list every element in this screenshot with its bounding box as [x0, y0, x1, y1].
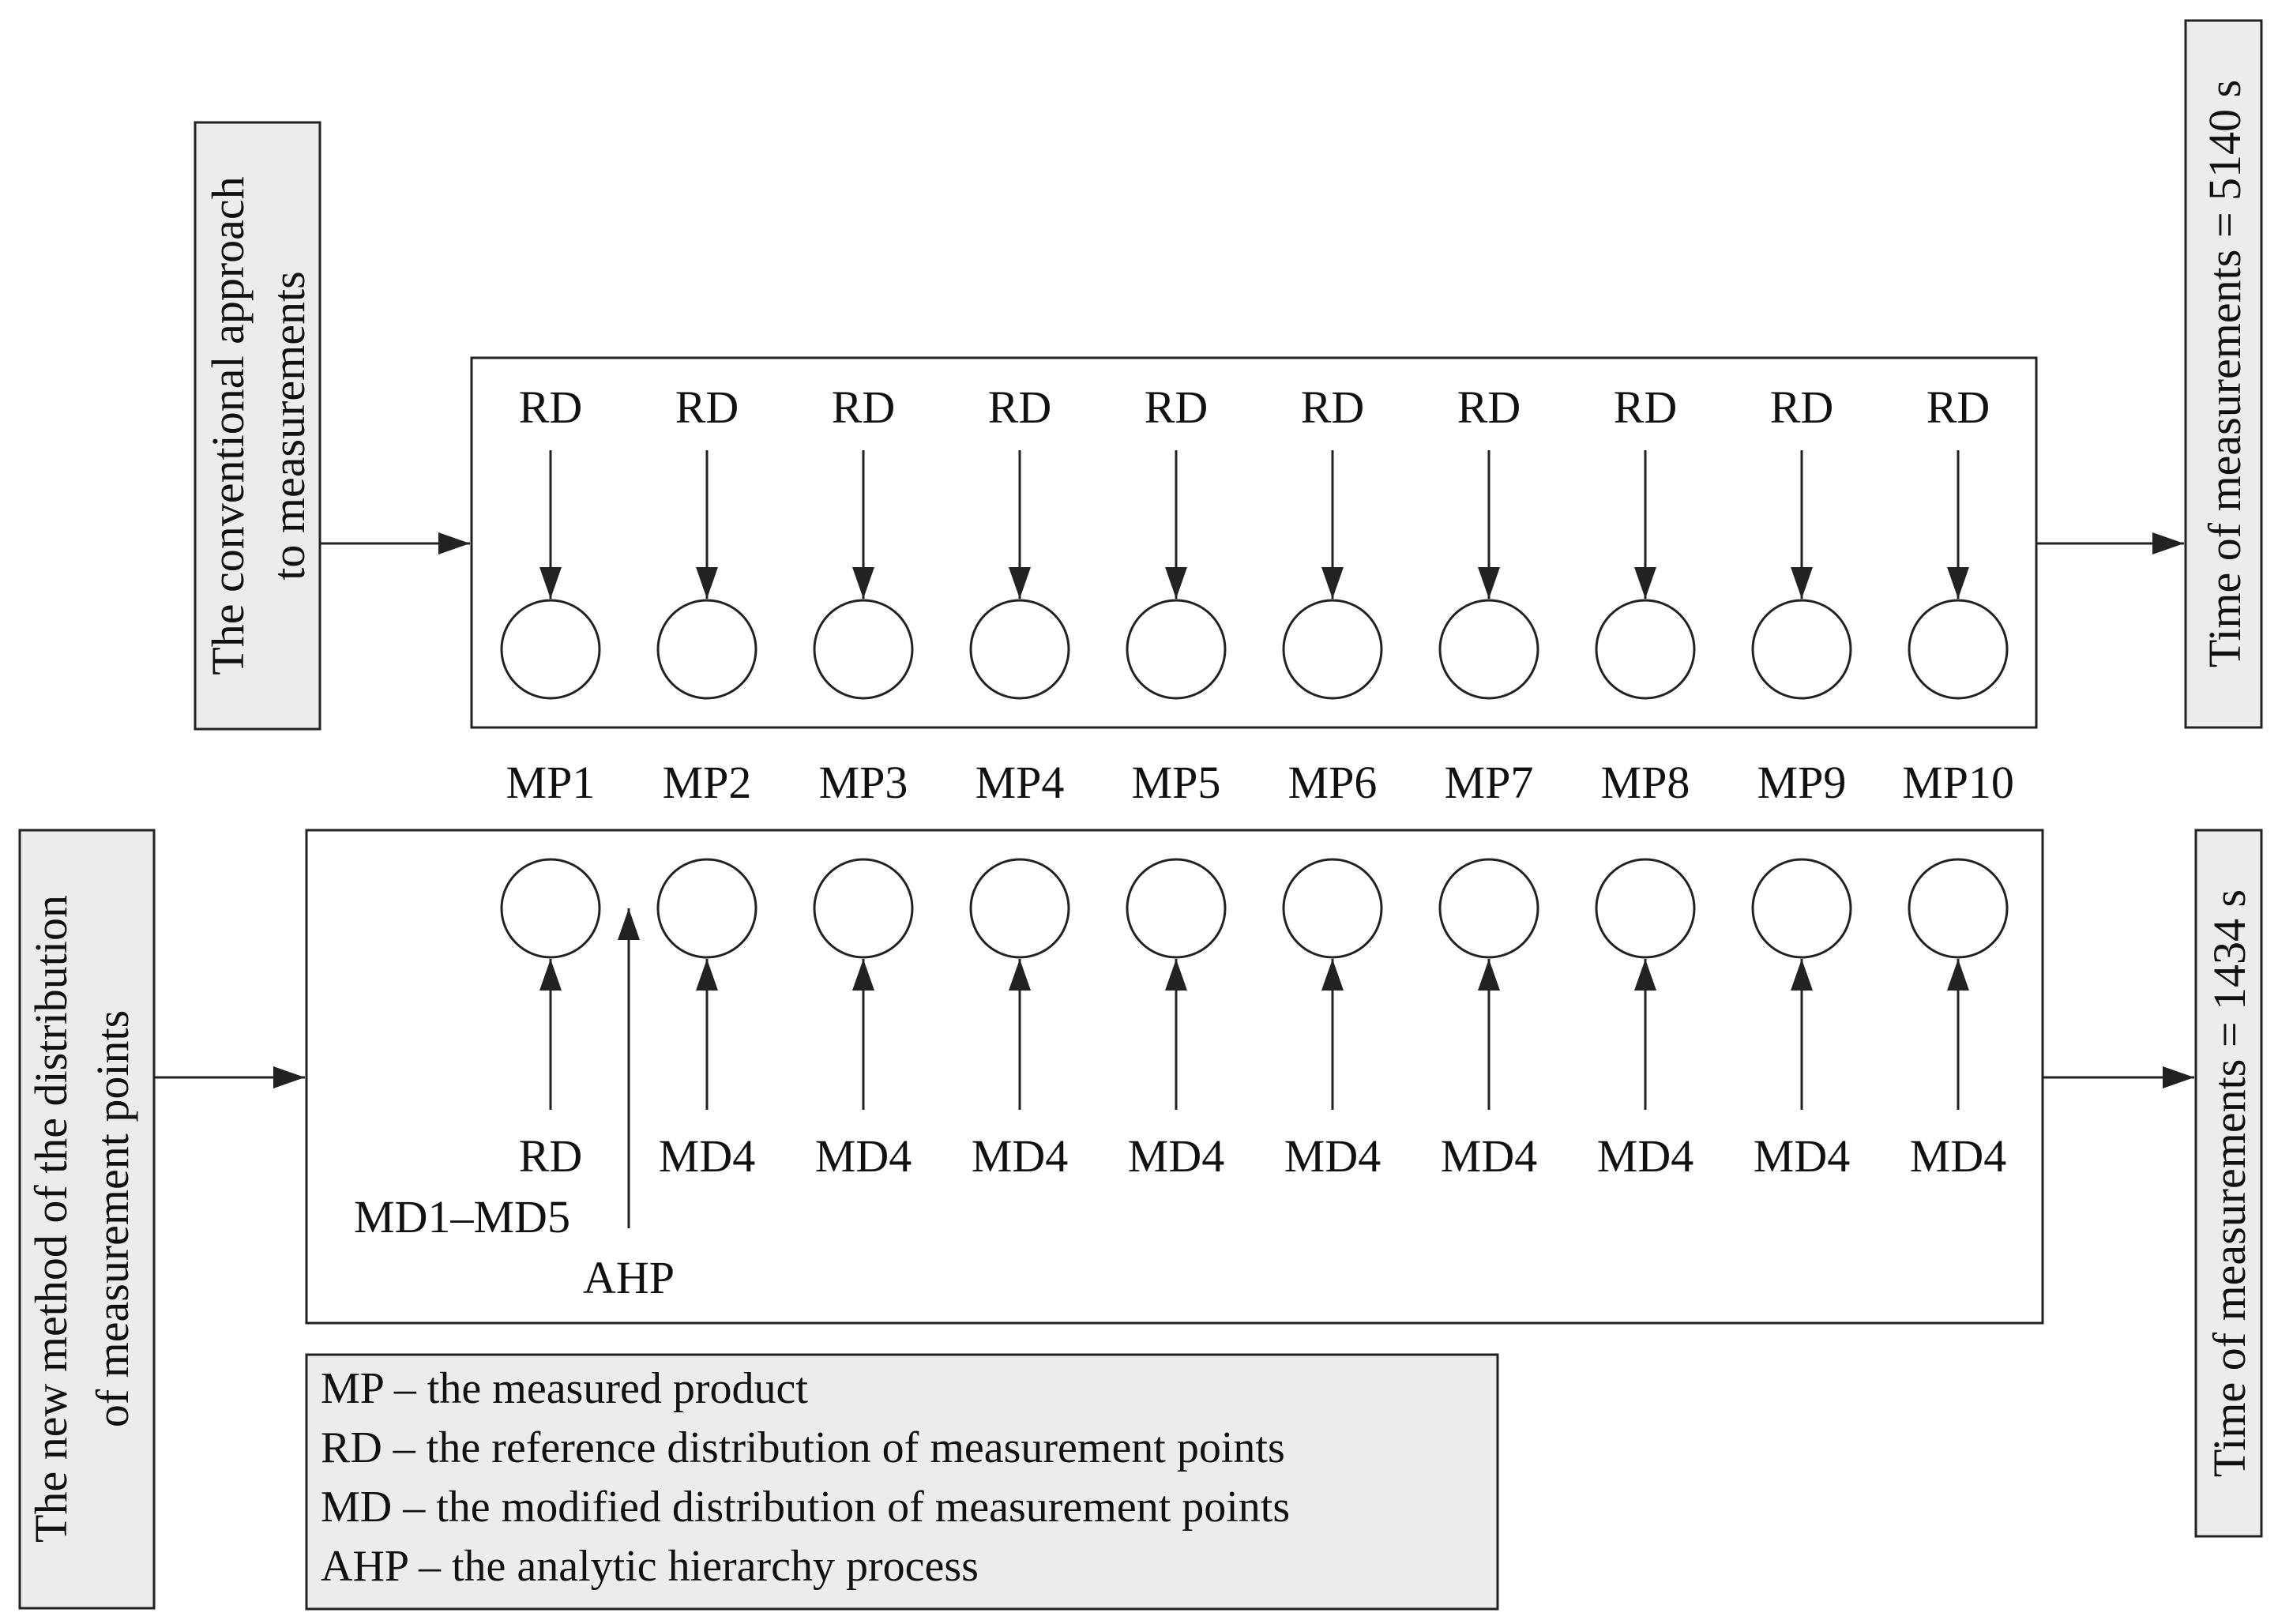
top-product-circle	[1126, 599, 1227, 700]
conventional-approach-label-line1: The conventional approach	[202, 176, 254, 675]
bottom-product-circle	[656, 858, 757, 959]
top-rd-label: RD	[1927, 382, 1990, 433]
bottom-product-circle	[1126, 858, 1227, 959]
top-product-circle	[500, 599, 601, 700]
top-rd-label: RD	[832, 382, 896, 433]
product-label: MP6	[1288, 757, 1378, 808]
top-product-circle	[1282, 599, 1383, 700]
top-columns: RD RD RD RD RD RD RD RD RD RD	[500, 382, 2009, 700]
new-method-label-line2: of measurement points	[87, 1010, 138, 1427]
top-rd-label: RD	[1457, 382, 1521, 433]
product-label: MP7	[1445, 757, 1534, 808]
bottom-product-circle	[1595, 858, 1696, 959]
bottom-md-label: MD4	[1597, 1130, 1693, 1182]
bottom-md-label: MD4	[815, 1130, 912, 1182]
top-time-label: Time of measurements = 5140 s	[2199, 80, 2250, 667]
legend: MP – the measured product RD – the refere…	[321, 1364, 1290, 1591]
legend-item: AHP – the analytic hierarchy process	[321, 1542, 979, 1591]
bottom-product-circle	[1751, 858, 1852, 959]
bottom-md-label: MD4	[659, 1130, 755, 1182]
product-label: MP4	[975, 757, 1065, 808]
bottom-columns: MD4 MD4 MD4 MD4 MD4 MD4 MD4 MD4 MD4	[500, 858, 2009, 1182]
new-method-label-line1: The new method of the distribution	[25, 895, 77, 1543]
top-product-circle	[813, 599, 914, 700]
legend-item: MD – the modified distribution of measur…	[321, 1483, 1290, 1532]
legend-box	[305, 1353, 1499, 1611]
top-rd-label: RD	[519, 382, 583, 433]
bottom-product-circle	[1438, 858, 1539, 959]
top-product-circle	[656, 599, 757, 700]
product-label: MP5	[1132, 757, 1221, 808]
top-product-circle	[1751, 599, 1852, 700]
top-product-circle	[1438, 599, 1539, 700]
product-label: MP1	[506, 757, 596, 808]
conventional-approach-label-line2: to measurements	[263, 271, 314, 580]
top-time-box	[2184, 19, 2263, 729]
top-rd-label: RD	[1770, 382, 1834, 433]
first-rd-label: RD	[519, 1130, 583, 1182]
top-product-circle	[969, 599, 1070, 700]
product-label: MP10	[1902, 757, 2014, 808]
legend-item: RD – the reference distribution of measu…	[321, 1423, 1285, 1472]
conventional-approach-box	[194, 121, 321, 731]
legend-item: MP – the measured product	[321, 1364, 808, 1413]
bottom-product-circle	[969, 858, 1070, 959]
bottom-product-circle	[1908, 858, 2009, 959]
top-rd-label: RD	[675, 382, 739, 433]
top-rd-label: RD	[1145, 382, 1209, 433]
product-label: MP2	[663, 757, 752, 808]
product-label: MP8	[1601, 757, 1690, 808]
bottom-md-label: MD4	[1754, 1130, 1850, 1182]
bottom-md-label: MD4	[1441, 1130, 1537, 1182]
bottom-md-label: MD4	[1910, 1130, 2006, 1182]
top-rd-label: RD	[1614, 382, 1678, 433]
top-product-circle	[1595, 599, 1696, 700]
ahp-label: AHP	[583, 1252, 675, 1303]
bottom-md-label: MD4	[1128, 1130, 1224, 1182]
bottom-product-circle	[1282, 858, 1383, 959]
top-rd-label: RD	[988, 382, 1052, 433]
bottom-md-label: MD4	[1284, 1130, 1381, 1182]
first-md-range-label: MD1–MD5	[354, 1191, 570, 1242]
product-label: MP9	[1757, 757, 1847, 808]
bottom-product-circle	[813, 858, 914, 959]
top-rd-label: RD	[1301, 382, 1365, 433]
bottom-time-box	[2194, 829, 2263, 1538]
bottom-md-label: MD4	[972, 1130, 1068, 1182]
new-method-box	[18, 829, 156, 1610]
top-product-circle	[1908, 599, 2009, 700]
bottom-time-label: Time of measurements = 1434 s	[2204, 889, 2255, 1477]
product-label: MP3	[819, 757, 908, 808]
bottom-product-circle	[500, 858, 601, 959]
product-labels: MP1 MP2 MP3 MP4 MP5 MP6 MP7 MP8 MP9 MP10	[506, 757, 2014, 808]
